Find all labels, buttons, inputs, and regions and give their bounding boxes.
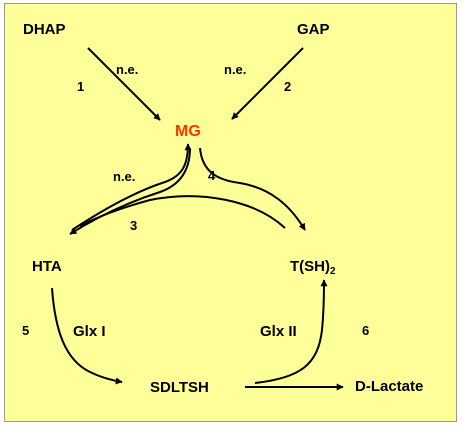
arrow-3-tsh-to-hta	[79, 195, 286, 229]
node-tsh2-subscript: 2	[330, 266, 336, 277]
node-gap: GAP	[297, 21, 330, 38]
node-d-lactate: D-Lactate	[355, 378, 424, 395]
node-sdltsh: SDLTSH	[150, 379, 209, 396]
step-label-4: 4	[208, 168, 216, 183]
diagram-panel	[4, 3, 457, 422]
arrow-gap-to-mg	[231, 47, 304, 120]
node-mg: MG	[175, 123, 201, 140]
arrow-5-hta-to-sdltsh	[51, 287, 123, 385]
node-dhap: DHAP	[23, 21, 66, 38]
enzyme-glx-i: Glx I	[73, 323, 106, 340]
step-label-1: 1	[77, 79, 85, 94]
arrow-hta-to-mg-ne	[71, 143, 192, 231]
node-hta: HTA	[32, 258, 62, 275]
arrow-dhap-to-mg	[87, 47, 161, 121]
enzyme-glx-ii: Glx II	[260, 323, 297, 340]
node-tsh2-main: T(SH)	[290, 258, 330, 275]
step-label-6: 6	[362, 323, 370, 338]
arrow-6-sdltsh-to-tsh	[254, 279, 328, 384]
node-tsh2: T(SH)2	[290, 259, 336, 277]
ne-label-3: n.e.	[113, 169, 136, 184]
arrow-4-mg-to-tsh	[199, 147, 306, 231]
ne-label-2: n.e.	[224, 62, 247, 77]
step-label-2: 2	[284, 79, 292, 94]
ne-label-1: n.e.	[116, 62, 139, 77]
step-label-5: 5	[22, 323, 30, 338]
step-label-3: 3	[130, 218, 138, 233]
